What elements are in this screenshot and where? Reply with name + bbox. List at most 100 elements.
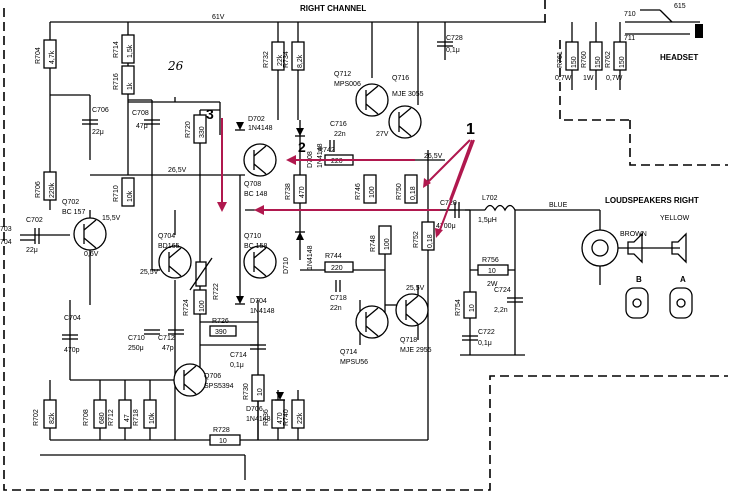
- q708-ref: Q708: [244, 181, 261, 188]
- r746-ref: R746: [355, 183, 362, 200]
- r756-power: 2W: [487, 281, 498, 288]
- bias-voltage-label: 26,5V: [168, 167, 187, 174]
- c704-value: 470p: [64, 347, 80, 354]
- r746-value: 100: [369, 186, 376, 198]
- output-voltage-label: 26,5V: [424, 153, 443, 160]
- r748-value: 100: [384, 238, 391, 250]
- r760-power: 1W: [583, 75, 594, 82]
- r730-value: 10: [257, 388, 264, 396]
- capacitors: C702 22μ C704 470p C706 22μ C708 47μ C71…: [26, 35, 523, 369]
- c704-ref: C704: [64, 315, 81, 322]
- q706-ref: Q706: [204, 373, 221, 380]
- d706-type: 1N4148: [246, 416, 271, 423]
- input-703-label: 703: [0, 226, 12, 233]
- c724-value: 2,2n: [494, 307, 508, 314]
- q702-type: BC 157: [62, 209, 85, 216]
- r702-value: 82k: [49, 412, 56, 424]
- l702-ref: L702: [482, 195, 498, 202]
- c728-value: 0,1μ: [446, 47, 460, 54]
- d710-ref: D710: [283, 257, 290, 274]
- d708-type: 1N4148: [317, 143, 324, 168]
- r760-value: 150: [595, 56, 602, 68]
- r706-value: 220k: [49, 182, 56, 198]
- q714-ref: Q714: [340, 349, 357, 356]
- r704-ref: R704: [35, 47, 42, 64]
- c720-value: 4700μ: [436, 223, 456, 230]
- input-704-label: 704: [0, 239, 12, 246]
- speaker-a-label: A: [680, 275, 686, 284]
- q702-v1: 15,5V: [102, 215, 121, 222]
- q702-v2: 0,6V: [84, 251, 99, 258]
- c718-value: 22n: [330, 305, 342, 312]
- d704-ref: D704: [250, 298, 267, 305]
- q716-v1: 27V: [376, 131, 389, 138]
- c708-ref: C708: [132, 110, 149, 117]
- c728-ref: C728: [446, 35, 463, 42]
- q708-type: BC 148: [244, 191, 267, 198]
- r754-ref: R754: [455, 299, 462, 316]
- resistors: R704 4,7k R706 220k R714 1,5k R716 1k R7…: [33, 22, 627, 446]
- q716-type: MJE 3055: [392, 91, 424, 98]
- c710-ref: C710: [128, 335, 145, 342]
- r754-value: 10: [469, 304, 476, 312]
- q712-ref: Q712: [334, 71, 351, 78]
- q714-type: MPSU56: [340, 359, 368, 366]
- r722-ref: R722: [213, 283, 220, 300]
- d702-type: 1N4148: [248, 125, 273, 132]
- q718-v1: 25,5V: [406, 285, 425, 292]
- r728-value: 10: [219, 438, 227, 445]
- r706-ref: R706: [35, 181, 42, 198]
- annotation-mark-1: 1: [466, 121, 475, 138]
- wire-yellow-label: YELLOW: [660, 215, 690, 222]
- r762-ref: R762: [605, 51, 612, 68]
- r736-ref: R736: [263, 409, 270, 426]
- annotation-mark-2: 2: [298, 139, 306, 155]
- r762-power: 0,7W: [606, 75, 623, 82]
- loudspeakers: LOUDSPEAKERS RIGHT YELLOW BROWN B A: [581, 196, 699, 319]
- r702-ref: R702: [33, 409, 40, 426]
- r726-ref: R726: [212, 318, 229, 325]
- c708-value: 47μ: [136, 123, 148, 130]
- c722-ref: C722: [478, 329, 495, 336]
- q704-v1: 25,5V: [140, 269, 159, 276]
- r730-ref: R730: [243, 383, 250, 400]
- c724-ref: C724: [494, 287, 511, 294]
- wire-brown-label: BROWN: [620, 231, 647, 238]
- r740-ref: R740: [283, 409, 290, 426]
- r726-value: 390: [215, 329, 227, 336]
- r718-ref: R718: [133, 409, 140, 426]
- r734-ref: R734: [283, 51, 290, 68]
- c720-ref: C720: [440, 200, 457, 207]
- q718-ref: Q718: [400, 337, 417, 344]
- r732-value: 22k: [277, 54, 284, 66]
- r762-value: 150: [619, 56, 626, 68]
- c702-value: 22μ: [26, 247, 38, 254]
- labels: RIGHT CHANNEL 61V 26,5V 26,5V BLUE 703 7…: [0, 4, 568, 246]
- r714-value: 1,5k: [127, 44, 134, 58]
- c714-ref: C714: [230, 352, 247, 359]
- r734-value: 8,2k: [297, 54, 304, 68]
- r761-power: 0,7W: [555, 75, 572, 82]
- q710-ref: Q710: [244, 233, 261, 240]
- c718-ref: C718: [330, 295, 347, 302]
- r740-value: 22k: [297, 412, 304, 424]
- supply-rail-label: 61V: [212, 14, 225, 21]
- r742-ref: R742: [318, 147, 335, 154]
- r750-value: 0,18: [410, 186, 417, 200]
- jack-pin-711: 711: [624, 35, 635, 42]
- r748-ref: R748: [370, 235, 377, 252]
- d704-type: 1N4148: [250, 308, 275, 315]
- annotation-marks: 1 2 3: [206, 106, 475, 238]
- c710-value: 250μ: [128, 345, 144, 352]
- r716-ref: R716: [113, 73, 120, 90]
- l702-value: 1,5μH: [478, 217, 497, 224]
- r752-ref: R752: [413, 231, 420, 248]
- r750-ref: R750: [396, 183, 403, 200]
- r724-ref: R724: [183, 299, 190, 316]
- r710-ref: R710: [113, 185, 120, 202]
- c706-ref: C706: [92, 107, 109, 114]
- c712-value: 47p: [162, 345, 174, 352]
- r738-value: 470: [299, 186, 306, 198]
- r744-value: 220: [331, 265, 343, 272]
- r738-ref: R738: [285, 183, 292, 200]
